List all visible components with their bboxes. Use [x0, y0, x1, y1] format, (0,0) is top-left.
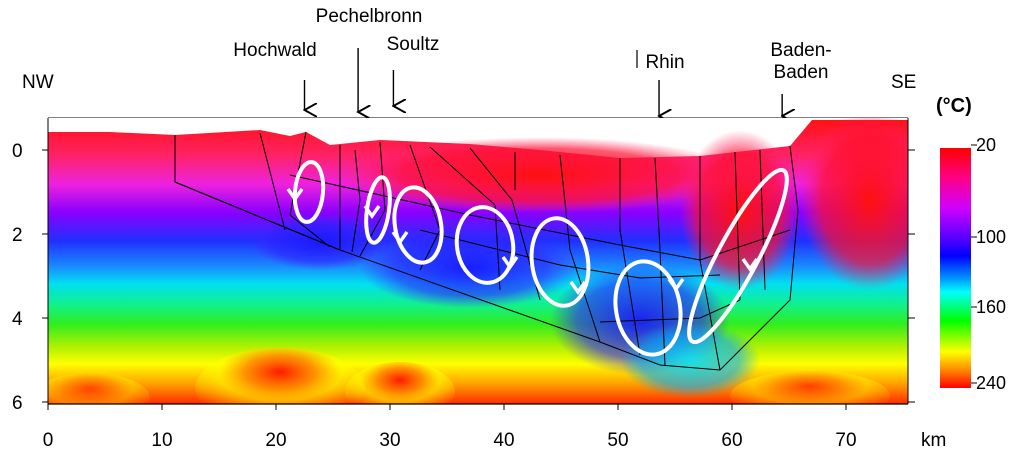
orientation-se-label: SE — [891, 72, 916, 93]
place-label: Rhin — [645, 52, 684, 73]
convection-arrowhead — [569, 280, 587, 296]
place-label: Baden- — [770, 40, 831, 61]
convection-cell — [454, 205, 516, 285]
y-tick-label: 4 — [12, 309, 23, 330]
x-tick-label: 40 — [493, 430, 514, 451]
x-tick-label: 10 — [151, 430, 172, 451]
colorbar-label: 160 — [976, 297, 1006, 317]
convection-cells — [286, 160, 789, 357]
y-tick-label: 6 — [12, 393, 23, 414]
topography-sky — [48, 118, 908, 158]
colorbar-unit-label: (°C) — [936, 95, 972, 117]
x-tick-label: 50 — [607, 430, 628, 451]
x-tick-label: 70 — [835, 430, 856, 451]
x-tick-label: 30 — [379, 430, 400, 451]
convection-arrowhead — [286, 187, 304, 203]
y-tick-label: 0 — [12, 141, 23, 162]
convection-cell — [687, 167, 789, 345]
colorbar-labels: 20 100 160 240 — [971, 135, 1006, 393]
colorbar-label: 20 — [976, 135, 996, 155]
convection-cell — [392, 185, 444, 265]
fault-lines — [174, 131, 799, 371]
place-label: Hochwald — [233, 40, 316, 61]
convection-cell — [292, 160, 326, 224]
temperature-field — [48, 118, 908, 404]
convection-arrowhead — [667, 277, 685, 293]
colorbar-label: 240 — [976, 373, 1006, 393]
colorbar — [940, 148, 971, 388]
x-tick-label: 20 — [265, 430, 286, 451]
place-label: Baden — [774, 62, 829, 83]
x-axis-unit: km — [921, 430, 946, 451]
x-tick-label: 60 — [721, 430, 742, 451]
convection-cell — [613, 259, 683, 357]
place-label: Pechelbronn — [316, 6, 423, 27]
axes — [47, 118, 909, 405]
convection-arrowhead — [741, 257, 759, 273]
orientation-nw-label: NW — [22, 72, 54, 93]
colorbar-label: 100 — [976, 227, 1006, 247]
place-label: Soultz — [387, 34, 440, 55]
x-axis-ticks: 0 10 20 30 40 50 60 70 — [43, 404, 857, 451]
y-tick-label: 2 — [12, 225, 23, 246]
y-axis-ticks: 0 2 4 6 — [12, 141, 915, 414]
convection-cell — [529, 216, 591, 308]
convection-arrowhead — [391, 230, 409, 246]
convection-arrowhead — [501, 255, 519, 271]
x-tick-label: 0 — [43, 430, 54, 451]
convection-arrowhead — [363, 204, 381, 220]
